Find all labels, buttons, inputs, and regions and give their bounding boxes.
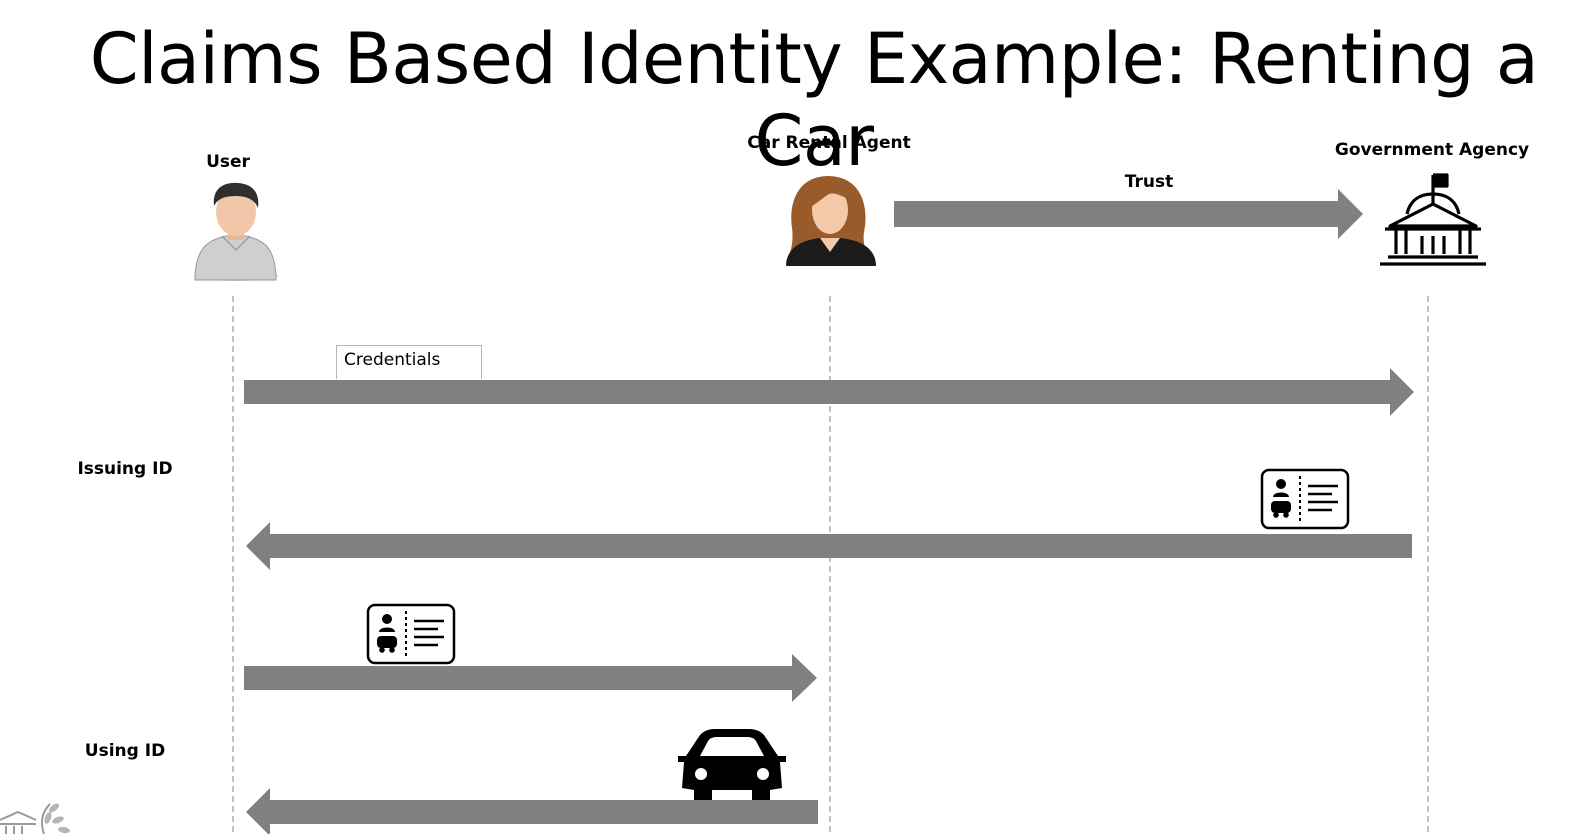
actor-label-user: User	[206, 152, 250, 172]
id-card-presented-icon	[366, 603, 456, 665]
issue-id-arrow	[246, 522, 1412, 570]
car-icon	[678, 729, 786, 800]
government-building-icon	[1380, 173, 1486, 266]
car-return-arrow	[246, 788, 818, 834]
institution-logo	[0, 803, 70, 834]
phase-label-issuing: Issuing ID	[77, 459, 173, 479]
phase-label-using: Using ID	[84, 741, 166, 761]
actor-label-government: Government Agency	[1334, 140, 1530, 160]
actor-label-agent: Car Rental Agent	[747, 133, 911, 153]
trust-arrow	[894, 189, 1363, 239]
credentials-label: Credentials	[336, 345, 482, 379]
id-card-issued-icon	[1260, 468, 1350, 530]
credentials-arrow	[244, 368, 1414, 416]
trust-label: Trust	[1124, 172, 1174, 192]
present-id-arrow	[244, 654, 817, 702]
user-avatar-icon	[194, 182, 278, 281]
female-agent-avatar-icon	[786, 176, 876, 266]
page-title: Claims Based Identity Example: Renting a…	[89, 18, 1539, 182]
